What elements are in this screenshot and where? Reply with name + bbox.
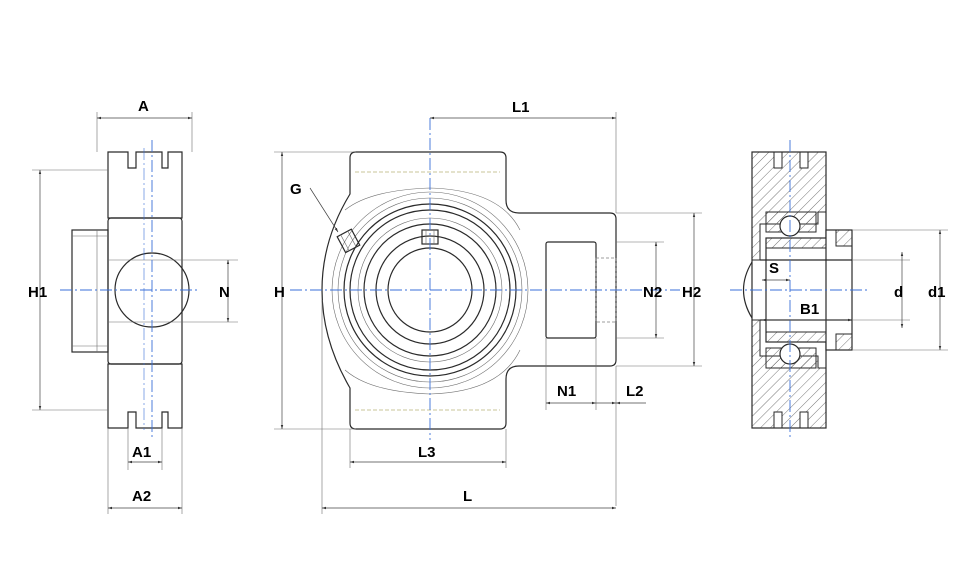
dim-label-h1: H1 <box>28 284 47 301</box>
dim-label-h: H <box>274 284 285 301</box>
dim-label-l2: L2 <box>626 383 644 400</box>
dim-label-d: d <box>894 284 903 301</box>
dim-label-h2: H2 <box>682 284 701 301</box>
dim-label-l3: L3 <box>418 444 436 461</box>
dim-label-a2: A2 <box>132 488 151 505</box>
dim-label-a: A <box>138 98 149 115</box>
dim-label-b1: B1 <box>800 301 819 318</box>
dim-label-l1: L1 <box>512 99 530 116</box>
section-view: S B1 d d1 <box>730 140 948 440</box>
dim-label-d1: d1 <box>928 284 946 301</box>
callout-label-g: G <box>290 181 302 198</box>
front-view: G L1 H N2 H2 N1 L2 L3 <box>274 99 702 514</box>
dim-label-n1: N1 <box>557 383 576 400</box>
side-view: A H1 N A1 A2 <box>28 98 238 514</box>
dim-label-n: N <box>219 284 230 301</box>
dim-label-s: S <box>769 260 779 277</box>
dim-label-a1: A1 <box>132 444 151 461</box>
dim-label-l: L <box>463 488 472 505</box>
dim-label-n2: N2 <box>643 284 662 301</box>
